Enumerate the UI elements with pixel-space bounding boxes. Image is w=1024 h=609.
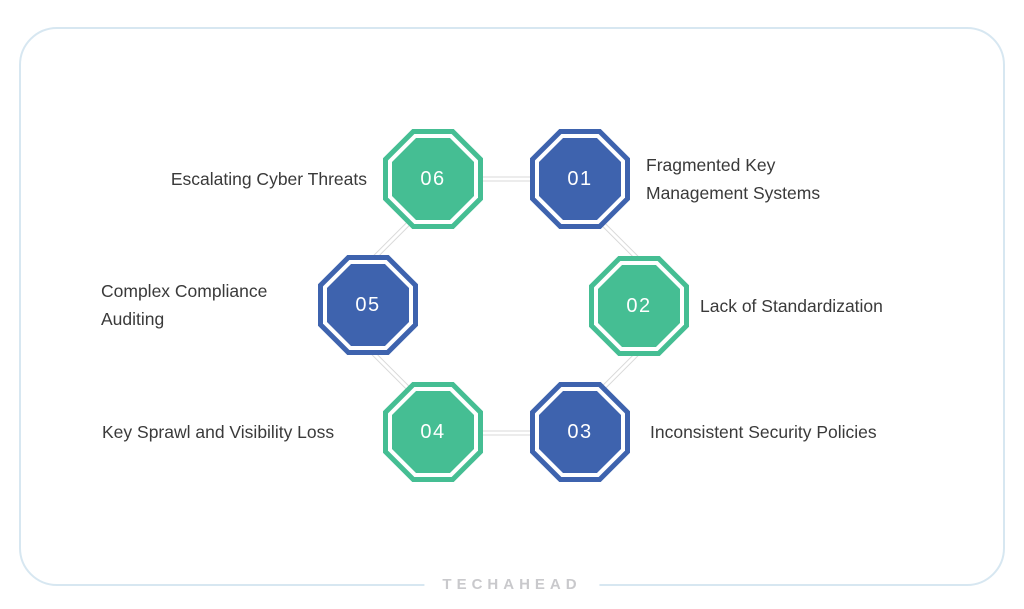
octagon-core: 05 bbox=[327, 264, 409, 346]
label-key-sprawl-and-visibility-loss: Key Sprawl and Visibility Loss bbox=[102, 422, 335, 442]
node-05: 05 bbox=[318, 255, 418, 355]
techahead-logo: TECHAHEAD bbox=[424, 575, 600, 595]
node-number: 04 bbox=[420, 420, 446, 443]
node-04: 04 bbox=[383, 382, 483, 482]
octagon-core: 03 bbox=[539, 391, 621, 473]
node-number: 03 bbox=[567, 420, 593, 443]
node-06: 06 bbox=[383, 129, 483, 229]
node-03: 03 bbox=[530, 382, 630, 482]
node-number: 02 bbox=[626, 294, 652, 317]
octagon-core: 04 bbox=[392, 391, 474, 473]
label-inconsistent-security-policies: Inconsistent Security Policies bbox=[650, 422, 877, 442]
octagon-core: 02 bbox=[598, 265, 680, 347]
label-complex-compliance-auditing: Complex Compliance Auditing bbox=[101, 281, 268, 329]
label-fragmented-key-management-systems: Fragmented Key Management Systems bbox=[646, 155, 821, 203]
rounded-border-card bbox=[19, 27, 1005, 586]
node-number: 05 bbox=[355, 293, 381, 316]
label-escalating-cyber-threats: Escalating Cyber Threats bbox=[170, 169, 367, 189]
label-lack-of-standardization: Lack of Standardization bbox=[700, 296, 883, 316]
node-01: 01 bbox=[530, 129, 630, 229]
octagon-core: 06 bbox=[392, 138, 474, 220]
node-02: 02 bbox=[589, 256, 689, 356]
octagon-core: 01 bbox=[539, 138, 621, 220]
node-number: 06 bbox=[420, 167, 446, 190]
connector-04-05 bbox=[366, 346, 415, 395]
node-number: 01 bbox=[567, 167, 593, 190]
